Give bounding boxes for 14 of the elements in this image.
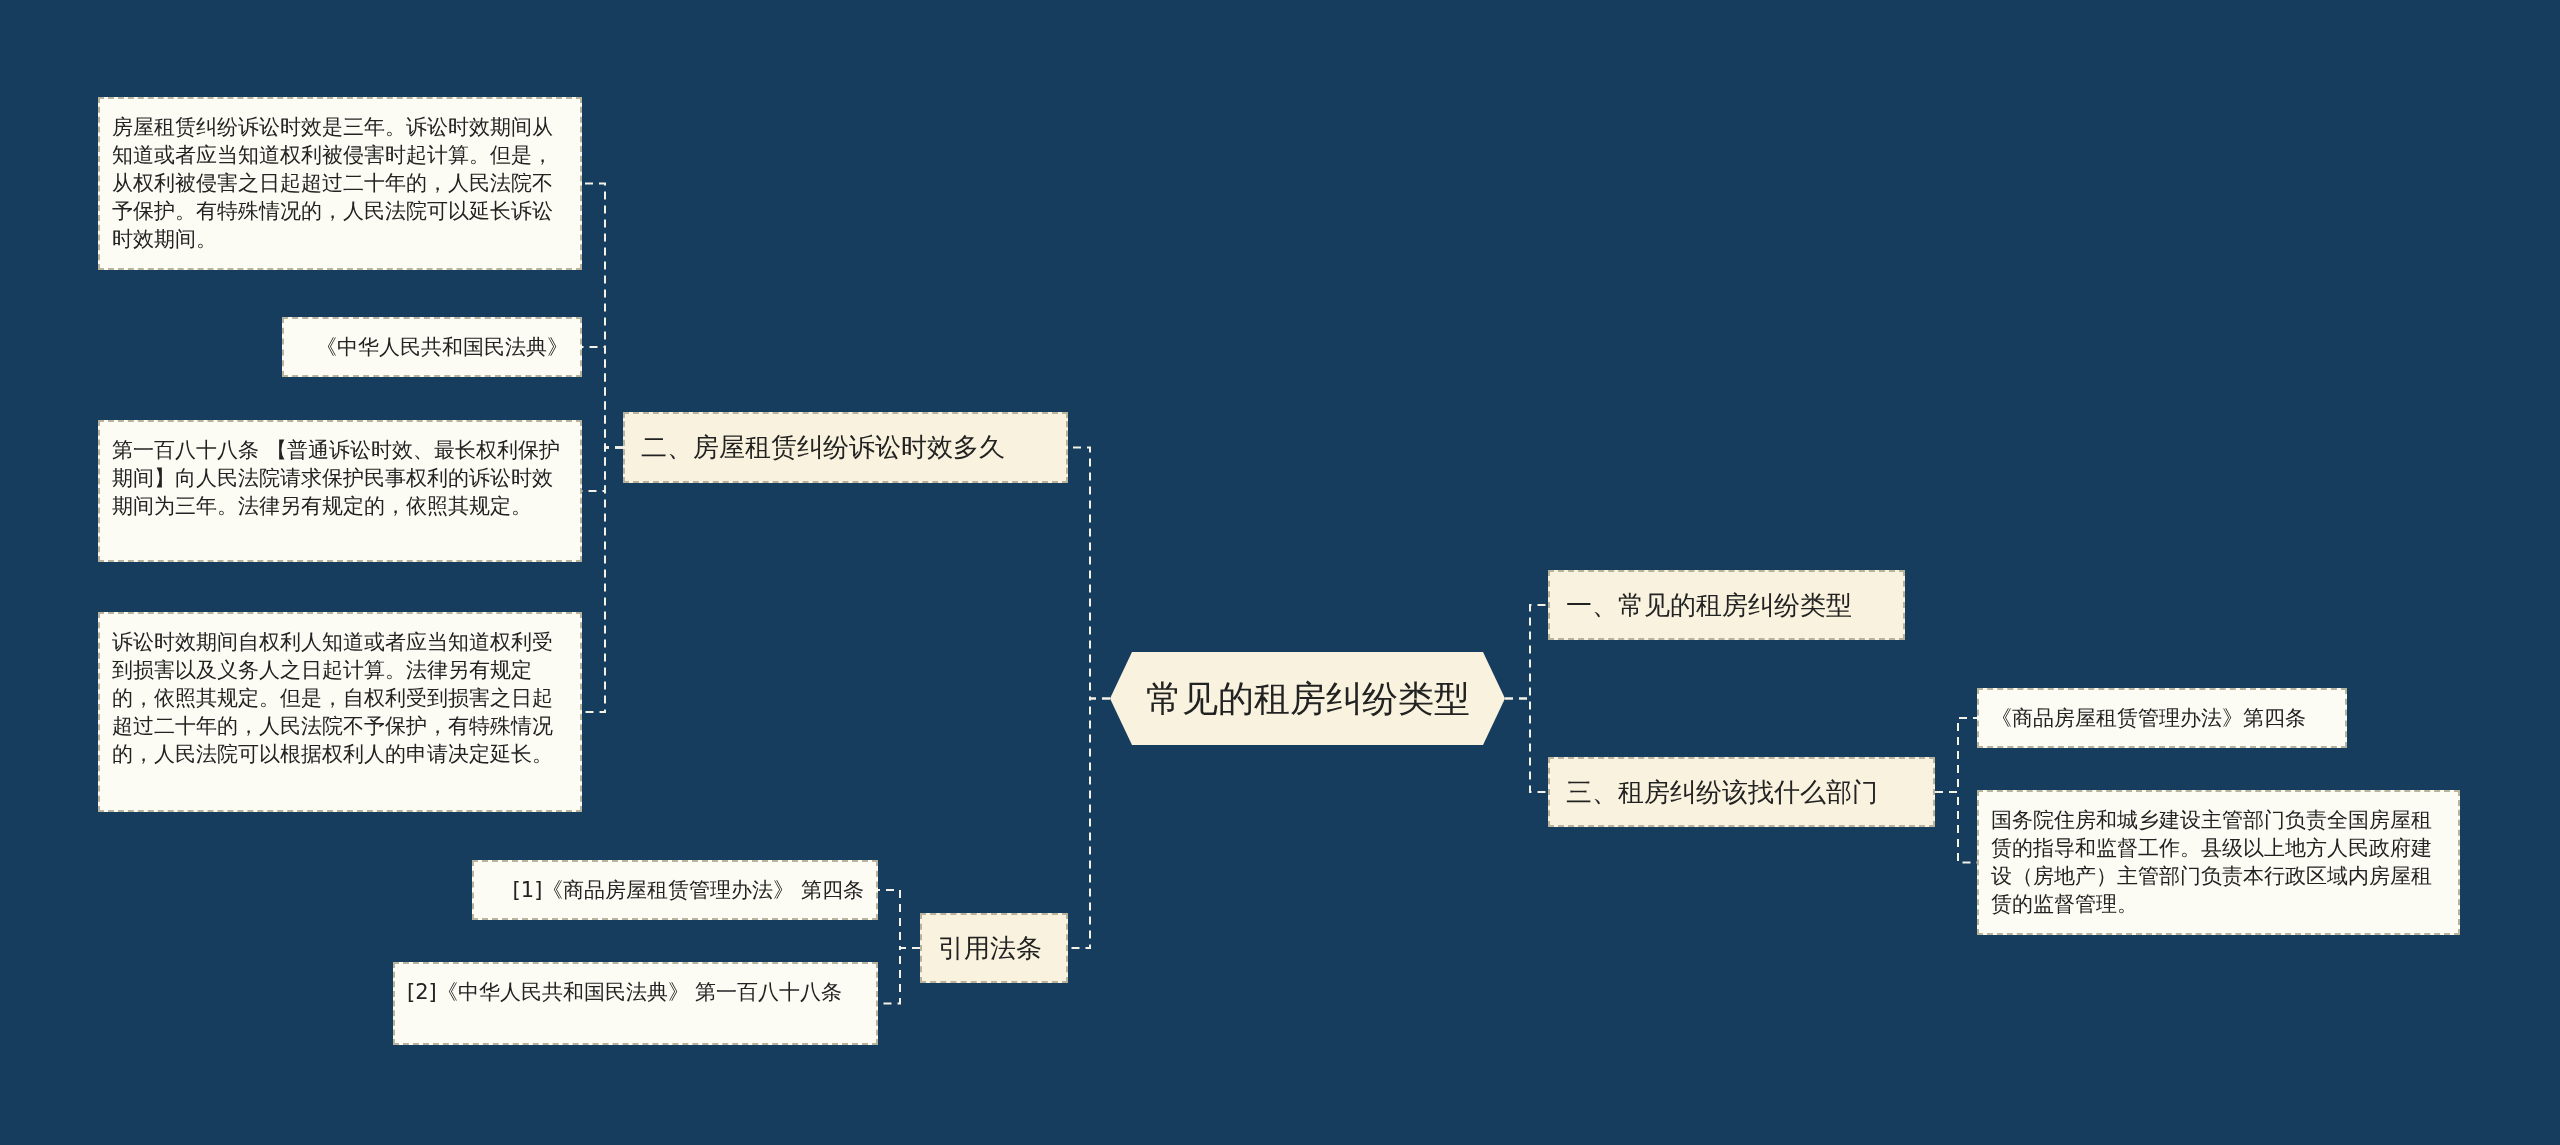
topic-box: 一、常见的租房纠纷类型 xyxy=(1548,570,1905,640)
note-box: 第一百八十八条 【普通诉讼时效、最长权利保护期间】向人民法院请求保护民事权利的诉讼时效期间为三年。法律另有规定的，依照其规定。 xyxy=(98,420,582,562)
central-topic-hexagon: 常见的租房纠纷类型 xyxy=(1110,652,1505,745)
note-box: 诉讼时效期间自权利人知道或者应当知道权利受到损害以及义务人之日起计算。法律另有规定的，依照其规定。但是，自权利受到损害之日起超过二十年的，人民法院不予保护，有特殊情况的，人民法院可以根据权利人的申请决定延长。 xyxy=(98,612,582,812)
note-box: 《中华人民共和国民法典》 xyxy=(282,317,582,377)
note-box: 国务院住房和城乡建设主管部门负责全国房屋租赁的指导和监督工作。县级以上地方人民政府建设（房地产）主管部门负责本行政区域内房屋租赁的监督管理。 xyxy=(1977,790,2460,935)
note-box: 房屋租赁纠纷诉讼时效是三年。诉讼时效期间从知道或者应当知道权利被侵害时起计算。但是，从权利被侵害之日起超过二十年的，人民法院不予保护。有特殊情况的，人民法院可以延长诉讼时效期间。 xyxy=(98,97,582,270)
topic-box: 引用法条 xyxy=(920,913,1068,983)
note-box: [1]《商品房屋租赁管理办法》 第四条 xyxy=(472,860,878,920)
connector-line xyxy=(1504,697,1549,793)
topic-box: 二、房屋租赁纠纷诉讼时效多久 xyxy=(623,412,1068,483)
note-box: 《商品房屋租赁管理办法》第四条 xyxy=(1977,688,2347,748)
topic-box: 三、租房纠纷该找什么部门 xyxy=(1548,757,1935,827)
note-box: [2]《中华人民共和国民法典》 第一百八十八条 xyxy=(393,962,878,1045)
